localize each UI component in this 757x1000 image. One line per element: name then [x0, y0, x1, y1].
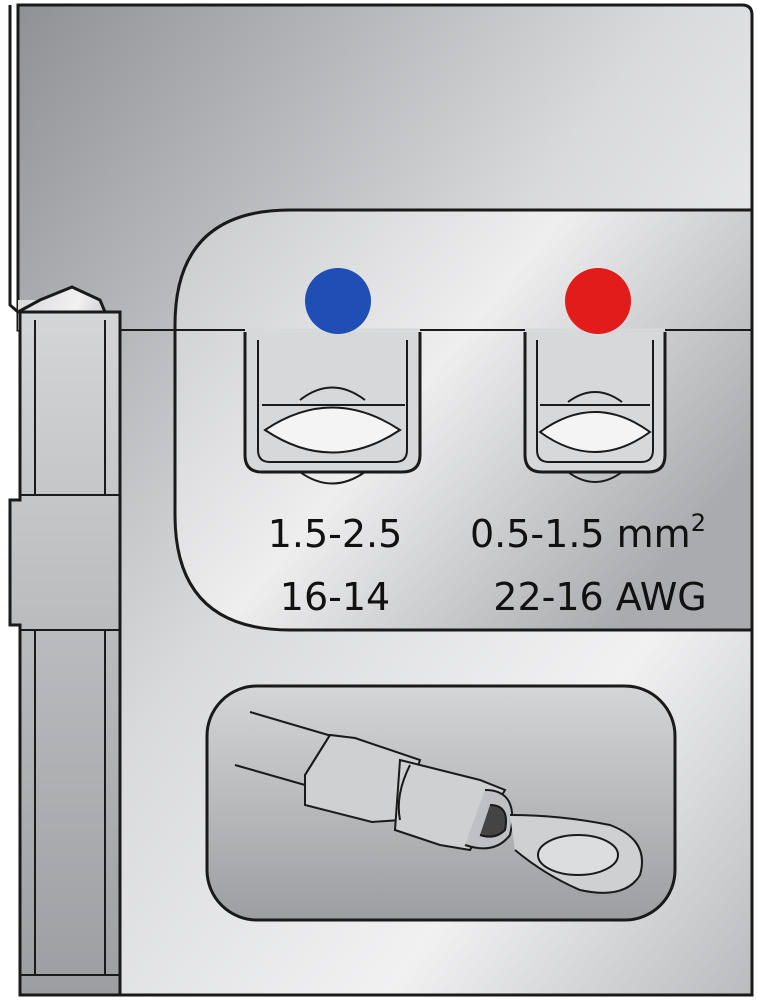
left-awg-label: 16-14: [280, 575, 390, 619]
blue-marker-dot: [305, 268, 371, 334]
die-side-rail: [8, 310, 122, 997]
ring-terminal-icon: [205, 684, 677, 922]
crimp-cavity-left: [243, 332, 422, 485]
red-marker-dot: [565, 268, 631, 334]
crimp-cavity-right: [523, 332, 667, 483]
right-awg-label: 22-16 AWG: [493, 575, 706, 619]
left-mm2-label: 1.5-2.5: [268, 512, 403, 556]
right-mm2-label: 0.5-1.5 mm2: [470, 509, 706, 556]
